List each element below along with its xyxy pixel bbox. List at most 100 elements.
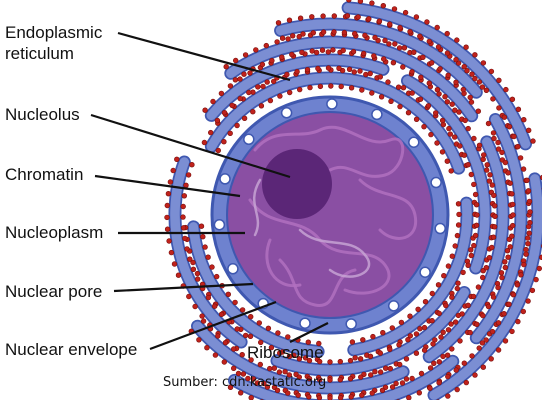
ribosome-dot bbox=[336, 65, 342, 72]
ribosome-dot bbox=[479, 84, 486, 90]
ribosome-dot bbox=[231, 365, 237, 371]
ribosome-dot bbox=[526, 230, 532, 236]
ribosome-dot bbox=[435, 44, 442, 50]
ribosome-dot bbox=[192, 303, 198, 310]
ribosome-dot bbox=[357, 68, 363, 74]
ribosome-dot bbox=[377, 74, 383, 80]
ribosome-dot bbox=[514, 282, 521, 288]
ribosome-dot bbox=[325, 49, 331, 55]
ribosome-dot bbox=[454, 386, 460, 393]
ribosome-dot bbox=[409, 69, 415, 75]
ribosome-dot bbox=[223, 63, 229, 70]
ribosome-dot bbox=[189, 162, 195, 168]
ribosome-dot bbox=[171, 261, 178, 267]
ribosome-dot bbox=[199, 313, 205, 319]
ribosome-dot bbox=[501, 311, 507, 317]
ribosome-dot bbox=[469, 71, 475, 77]
ribosome-dot bbox=[471, 181, 477, 188]
ribosome-dot bbox=[525, 298, 531, 304]
ribosome-dot bbox=[198, 223, 205, 229]
ribosome-dot bbox=[502, 159, 508, 166]
ribosome-dot bbox=[190, 259, 196, 266]
ribosome-dot bbox=[444, 352, 451, 358]
ribosome-dot bbox=[286, 353, 293, 359]
ribosome-dot bbox=[386, 41, 392, 47]
ribosome-dot bbox=[187, 256, 193, 262]
ribosome-dot bbox=[317, 358, 323, 365]
ribosome-dot bbox=[434, 86, 441, 93]
chromatin-leader-line bbox=[94, 174, 241, 198]
ribosome-dot bbox=[387, 365, 393, 372]
ribosome-dot bbox=[248, 314, 254, 320]
ribosome-dot bbox=[400, 84, 407, 91]
ribosome-dot bbox=[440, 353, 446, 360]
ribosome-dot bbox=[372, 34, 378, 41]
ribosome-dot bbox=[367, 353, 374, 359]
ribosome-dot bbox=[455, 280, 461, 286]
ribosome-dot bbox=[446, 125, 452, 132]
ribosome-dot bbox=[445, 327, 452, 333]
ribosome-dot bbox=[495, 146, 502, 152]
ribosome-dot bbox=[205, 294, 212, 301]
ribosome-dot bbox=[481, 152, 487, 158]
ribosome-dot bbox=[215, 333, 221, 339]
ribosome-dot bbox=[248, 357, 254, 363]
ribosome-dot bbox=[502, 264, 508, 271]
ribosome-dot bbox=[202, 244, 208, 250]
ribosome-dot bbox=[509, 233, 515, 239]
ribosome-dot bbox=[289, 51, 295, 58]
ribosome-dot bbox=[472, 191, 479, 198]
ribosome-dot bbox=[183, 182, 189, 189]
ribosome-dot bbox=[165, 191, 172, 197]
ribosome-dot bbox=[467, 329, 473, 336]
ribosome-dot bbox=[243, 332, 249, 339]
ribosome-dot bbox=[241, 71, 247, 77]
ribosome-dot bbox=[473, 202, 480, 208]
ribosome-dot bbox=[275, 330, 281, 336]
ribosome-dot bbox=[237, 95, 243, 102]
ribosome-dot bbox=[377, 369, 384, 375]
ribosome-dot bbox=[196, 337, 202, 343]
ribosome-dot bbox=[460, 86, 466, 93]
ribosome-dot bbox=[407, 333, 413, 339]
ribosome-dot bbox=[296, 374, 302, 380]
ribosome-dot bbox=[525, 241, 531, 247]
ribosome-dot bbox=[527, 209, 533, 215]
ribosome-dot bbox=[441, 273, 447, 279]
er-cisterna bbox=[343, 3, 531, 149]
ribosome-dot bbox=[444, 158, 450, 164]
ribosome-dot bbox=[421, 123, 427, 130]
ribosome-dot bbox=[502, 259, 508, 265]
ribosome-dot bbox=[341, 29, 348, 36]
ribosome-dot bbox=[430, 341, 436, 347]
ribosome-dot bbox=[443, 302, 449, 309]
ribosome-dot bbox=[363, 71, 369, 78]
ribosome-dot bbox=[328, 83, 334, 89]
ribosome-dot bbox=[509, 191, 515, 197]
ribosome-dot bbox=[411, 49, 417, 55]
er-cisterna bbox=[272, 287, 469, 375]
ribosome-dot bbox=[457, 143, 463, 149]
ribosome-dot bbox=[490, 130, 497, 136]
ribosome-dot bbox=[359, 87, 365, 93]
ribosome-dot bbox=[510, 201, 516, 208]
ribosome-dot bbox=[380, 2, 386, 9]
ribosome-dot bbox=[347, 357, 354, 364]
ribosome-dot bbox=[453, 367, 459, 373]
ribosome-dot bbox=[396, 342, 402, 348]
ribosome-dot bbox=[185, 172, 192, 178]
ribosome-dot bbox=[180, 225, 187, 231]
ribosome-dot bbox=[421, 347, 428, 353]
ribosome-dot bbox=[483, 337, 489, 343]
ribosome-dot bbox=[457, 338, 463, 344]
nucleoplasm-label: Nucleoplasm bbox=[5, 223, 104, 242]
ribosome-dot bbox=[247, 333, 254, 339]
ribosome-dot bbox=[166, 238, 172, 244]
ribosome-dot bbox=[520, 166, 527, 172]
ribosome-dot bbox=[388, 98, 394, 105]
ribosome-dot bbox=[438, 334, 444, 340]
ribosome-dot bbox=[349, 339, 356, 345]
ribosome-dot bbox=[186, 293, 192, 300]
chromatin-strand bbox=[253, 125, 405, 178]
